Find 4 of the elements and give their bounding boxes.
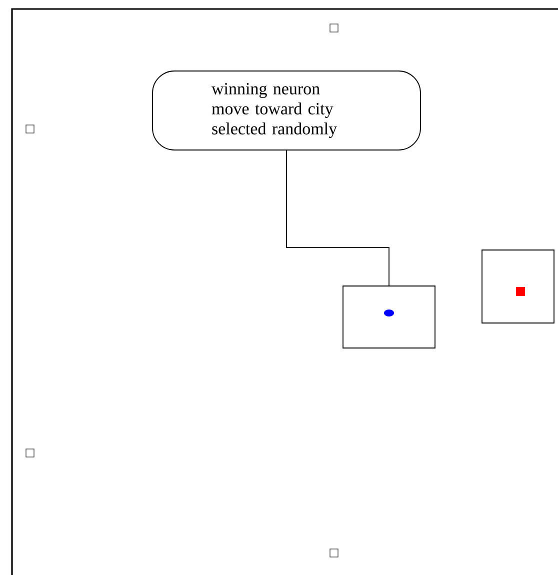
connector-line [286, 150, 390, 286]
square-box [482, 250, 554, 324]
callout-box: winning neuron move toward city selected randomly [152, 70, 421, 150]
square-box [342, 286, 436, 348]
